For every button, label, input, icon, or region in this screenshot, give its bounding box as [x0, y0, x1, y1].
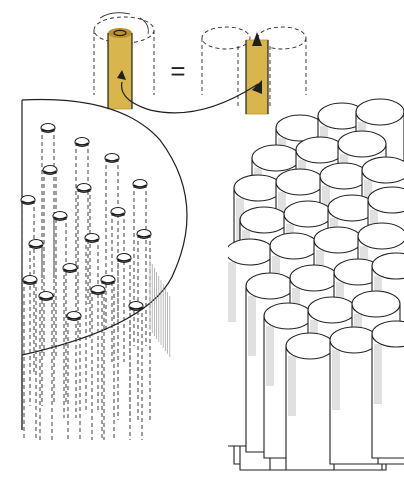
highlight-tube-right [246, 40, 268, 114]
left-dashed-volume [21, 100, 187, 441]
volume-outline [22, 100, 187, 356]
highlight-tube-left-top [108, 28, 132, 38]
hole-group [21, 124, 151, 441]
cylinder-item [286, 333, 334, 470]
cylinder-group [226, 99, 404, 470]
hole-item [41, 124, 55, 279]
right-cylinder-bundle [226, 99, 404, 470]
cylinder-item [330, 327, 378, 464]
hole-item [67, 312, 81, 441]
hole-item [101, 276, 115, 441]
equals-sign: = [170, 56, 185, 86]
hole-item [75, 138, 89, 305]
highlight-tube-left [108, 33, 132, 109]
left-shading [150, 260, 170, 357]
arrow-up-icon [252, 32, 262, 46]
hole-item [43, 166, 57, 357]
hole-item [39, 292, 53, 441]
hole-item [129, 302, 143, 441]
curved-arrow-icon [117, 70, 262, 113]
right-gap-tube-icon [202, 27, 306, 114]
cylinder-item [372, 321, 404, 458]
hole-item [133, 180, 147, 347]
hole-item [137, 230, 151, 421]
top-equation: = [94, 13, 306, 114]
hole-item [85, 234, 99, 413]
hole-item [53, 212, 67, 403]
